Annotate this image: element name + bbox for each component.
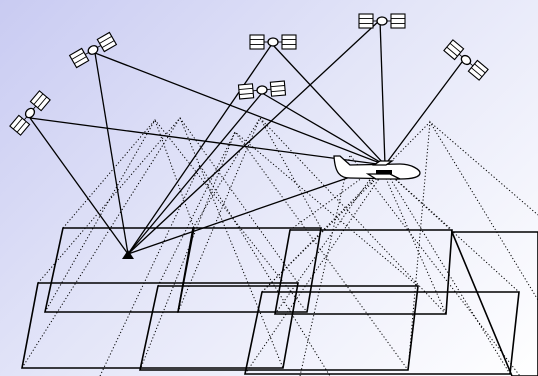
footprint-3 bbox=[274, 229, 453, 315]
gps-signal-lines bbox=[29, 19, 463, 255]
satellites bbox=[9, 13, 489, 136]
footprint-1 bbox=[44, 227, 195, 313]
satellite-icon bbox=[249, 34, 297, 50]
footprint-6 bbox=[244, 291, 520, 375]
satellite-icon bbox=[443, 39, 489, 81]
satellite-icon bbox=[9, 90, 51, 136]
footprint-2 bbox=[177, 227, 322, 313]
footprint-4 bbox=[21, 282, 299, 369]
camera-projection-rays bbox=[21, 117, 538, 376]
footprint-7 bbox=[450, 231, 538, 376]
image-footprints bbox=[21, 227, 538, 376]
ground-station-triangle-icon bbox=[122, 250, 134, 259]
airplane-icon bbox=[333, 155, 421, 180]
satellite-icon bbox=[68, 31, 118, 69]
satellite-icon bbox=[358, 13, 406, 29]
